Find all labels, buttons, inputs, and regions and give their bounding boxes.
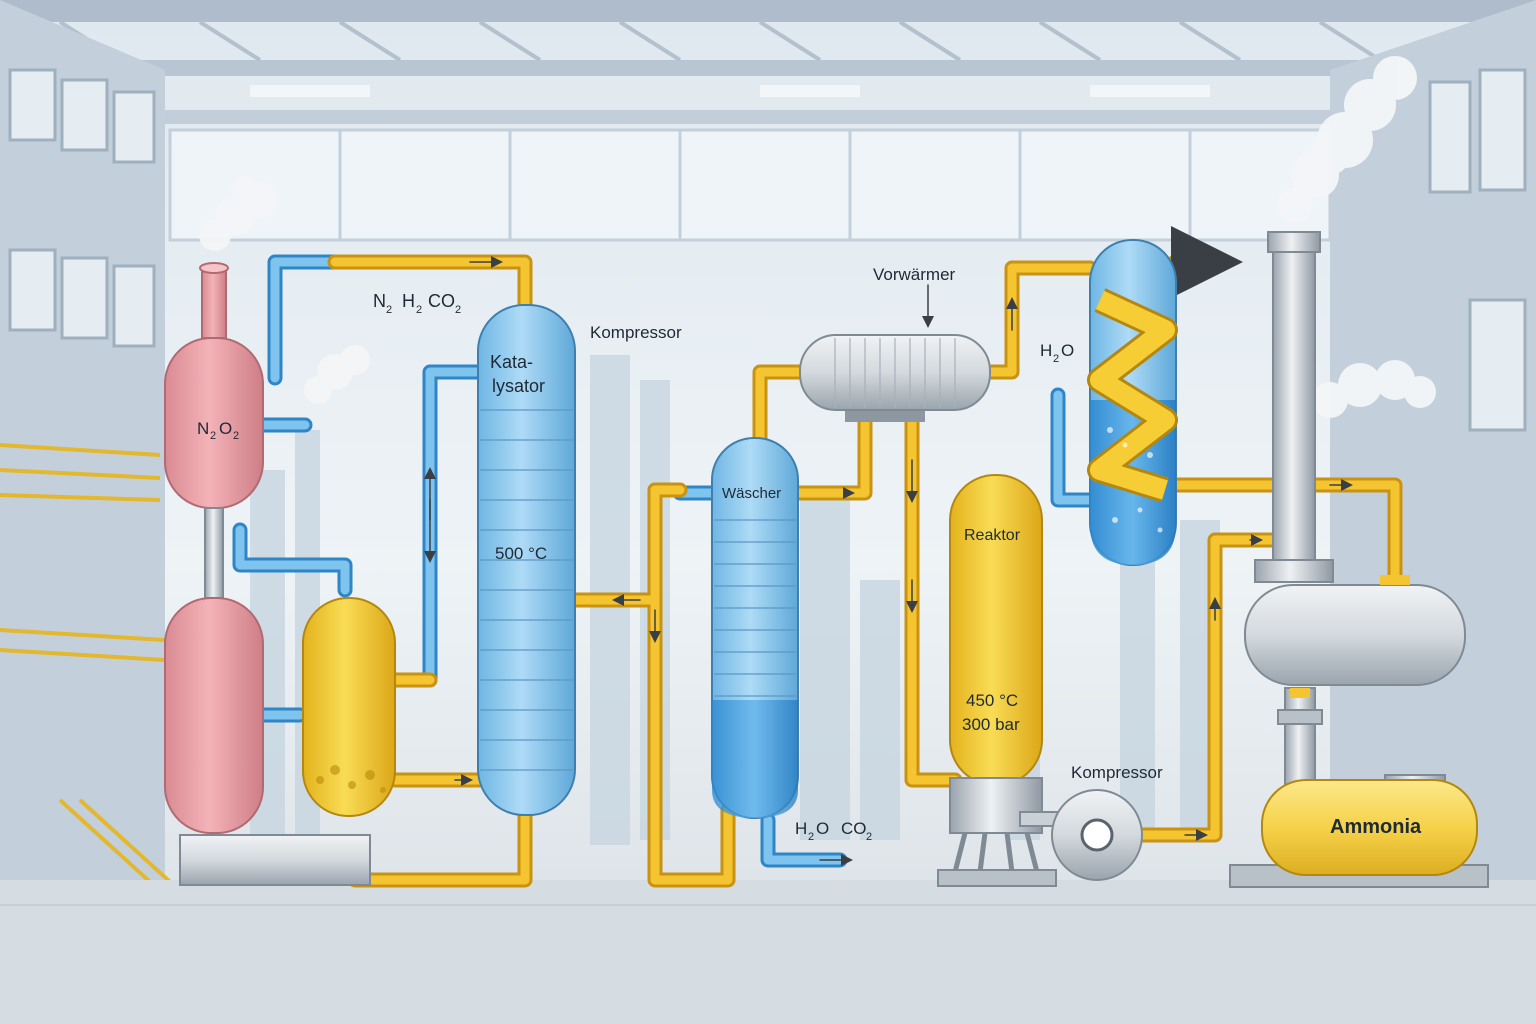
tank-label: N 2 O 2 [197, 419, 239, 442]
tank-n-sub: 2 [210, 430, 216, 442]
ammonia-label: Ammonia [1330, 816, 1422, 838]
h2o-h: H [1040, 341, 1052, 360]
cooling-tower [1087, 239, 1178, 566]
vorwaermer-label: Vorwärmer [873, 265, 956, 284]
waste-label: H 2 O CO 2 [795, 819, 872, 843]
kompressor-bottom-label: Kompressor [1071, 763, 1163, 782]
feed-n-sub: 2 [386, 304, 392, 316]
kompressor-top-label: Kompressor [590, 323, 682, 342]
pipework [232, 226, 1403, 888]
waste-o: O [816, 819, 829, 838]
vorwaermer-unit [799, 334, 991, 422]
waescher-column [711, 437, 799, 819]
feed-n: N [373, 291, 386, 311]
reaktor-pressure: 300 bar [962, 715, 1020, 734]
h2o-h-sub: 2 [1053, 353, 1059, 365]
feed-co-sub: 2 [455, 304, 461, 316]
h2o-label: H 2 O [1040, 341, 1074, 365]
waste-h: H [795, 819, 807, 838]
reaktor-temperature: 450 °C [966, 691, 1018, 710]
pink-feed-tanks [164, 262, 371, 886]
waste-h-sub: 2 [808, 831, 814, 843]
ammonia-tank [1261, 779, 1478, 876]
reaktor-label: Reaktor [964, 527, 1021, 544]
waescher-label: Wäscher [722, 485, 781, 502]
tank-o: O [219, 419, 232, 438]
steam-clouds [199, 56, 1436, 418]
tank-n: N [197, 419, 209, 438]
waste-co: CO [841, 819, 867, 838]
feed-co: CO [428, 291, 455, 311]
h2o-o: O [1061, 341, 1074, 360]
katalysator-column [477, 304, 576, 816]
feed-gas-label: N 2 H 2 CO 2 [373, 291, 461, 316]
katalysator-label-1: Kata- [490, 352, 533, 372]
kompressor-pump [1019, 789, 1143, 881]
feed-h: H [402, 291, 415, 311]
tank-o-sub: 2 [233, 430, 239, 442]
reaktor-vessel [937, 474, 1057, 887]
waste-co-sub: 2 [866, 831, 872, 843]
yellow-separator [302, 597, 396, 817]
katalysator-temperature: 500 °C [495, 544, 547, 563]
katalysator-label-2: lysator [492, 376, 545, 396]
feed-h-sub: 2 [416, 304, 422, 316]
